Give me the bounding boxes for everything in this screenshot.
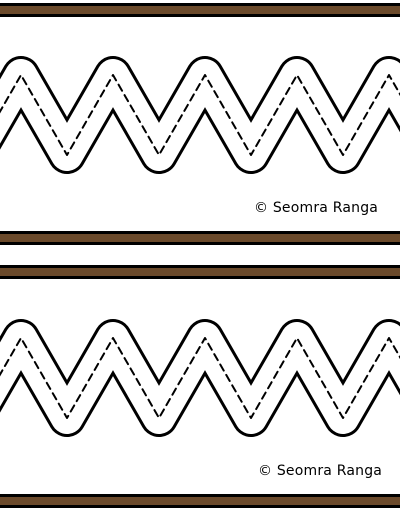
zigzag-svg-2	[0, 319, 400, 437]
bottom-border-strip-1	[0, 231, 400, 245]
zigzag-dashed-guide	[0, 337, 400, 419]
copyright-credit-2: © Seomra Ranga	[258, 463, 383, 479]
zigzag-tracing-path-1	[0, 55, 400, 175]
zigzag-svg-1	[0, 56, 400, 174]
top-border-strip-2	[0, 265, 400, 279]
copyright-credit-1: © Seomra Ranga	[254, 200, 379, 216]
zigzag-dashed-guide	[0, 74, 400, 156]
top-border-strip-1	[0, 3, 400, 17]
zigzag-tracing-path-2	[0, 318, 400, 438]
bottom-border-strip-2	[0, 494, 400, 508]
